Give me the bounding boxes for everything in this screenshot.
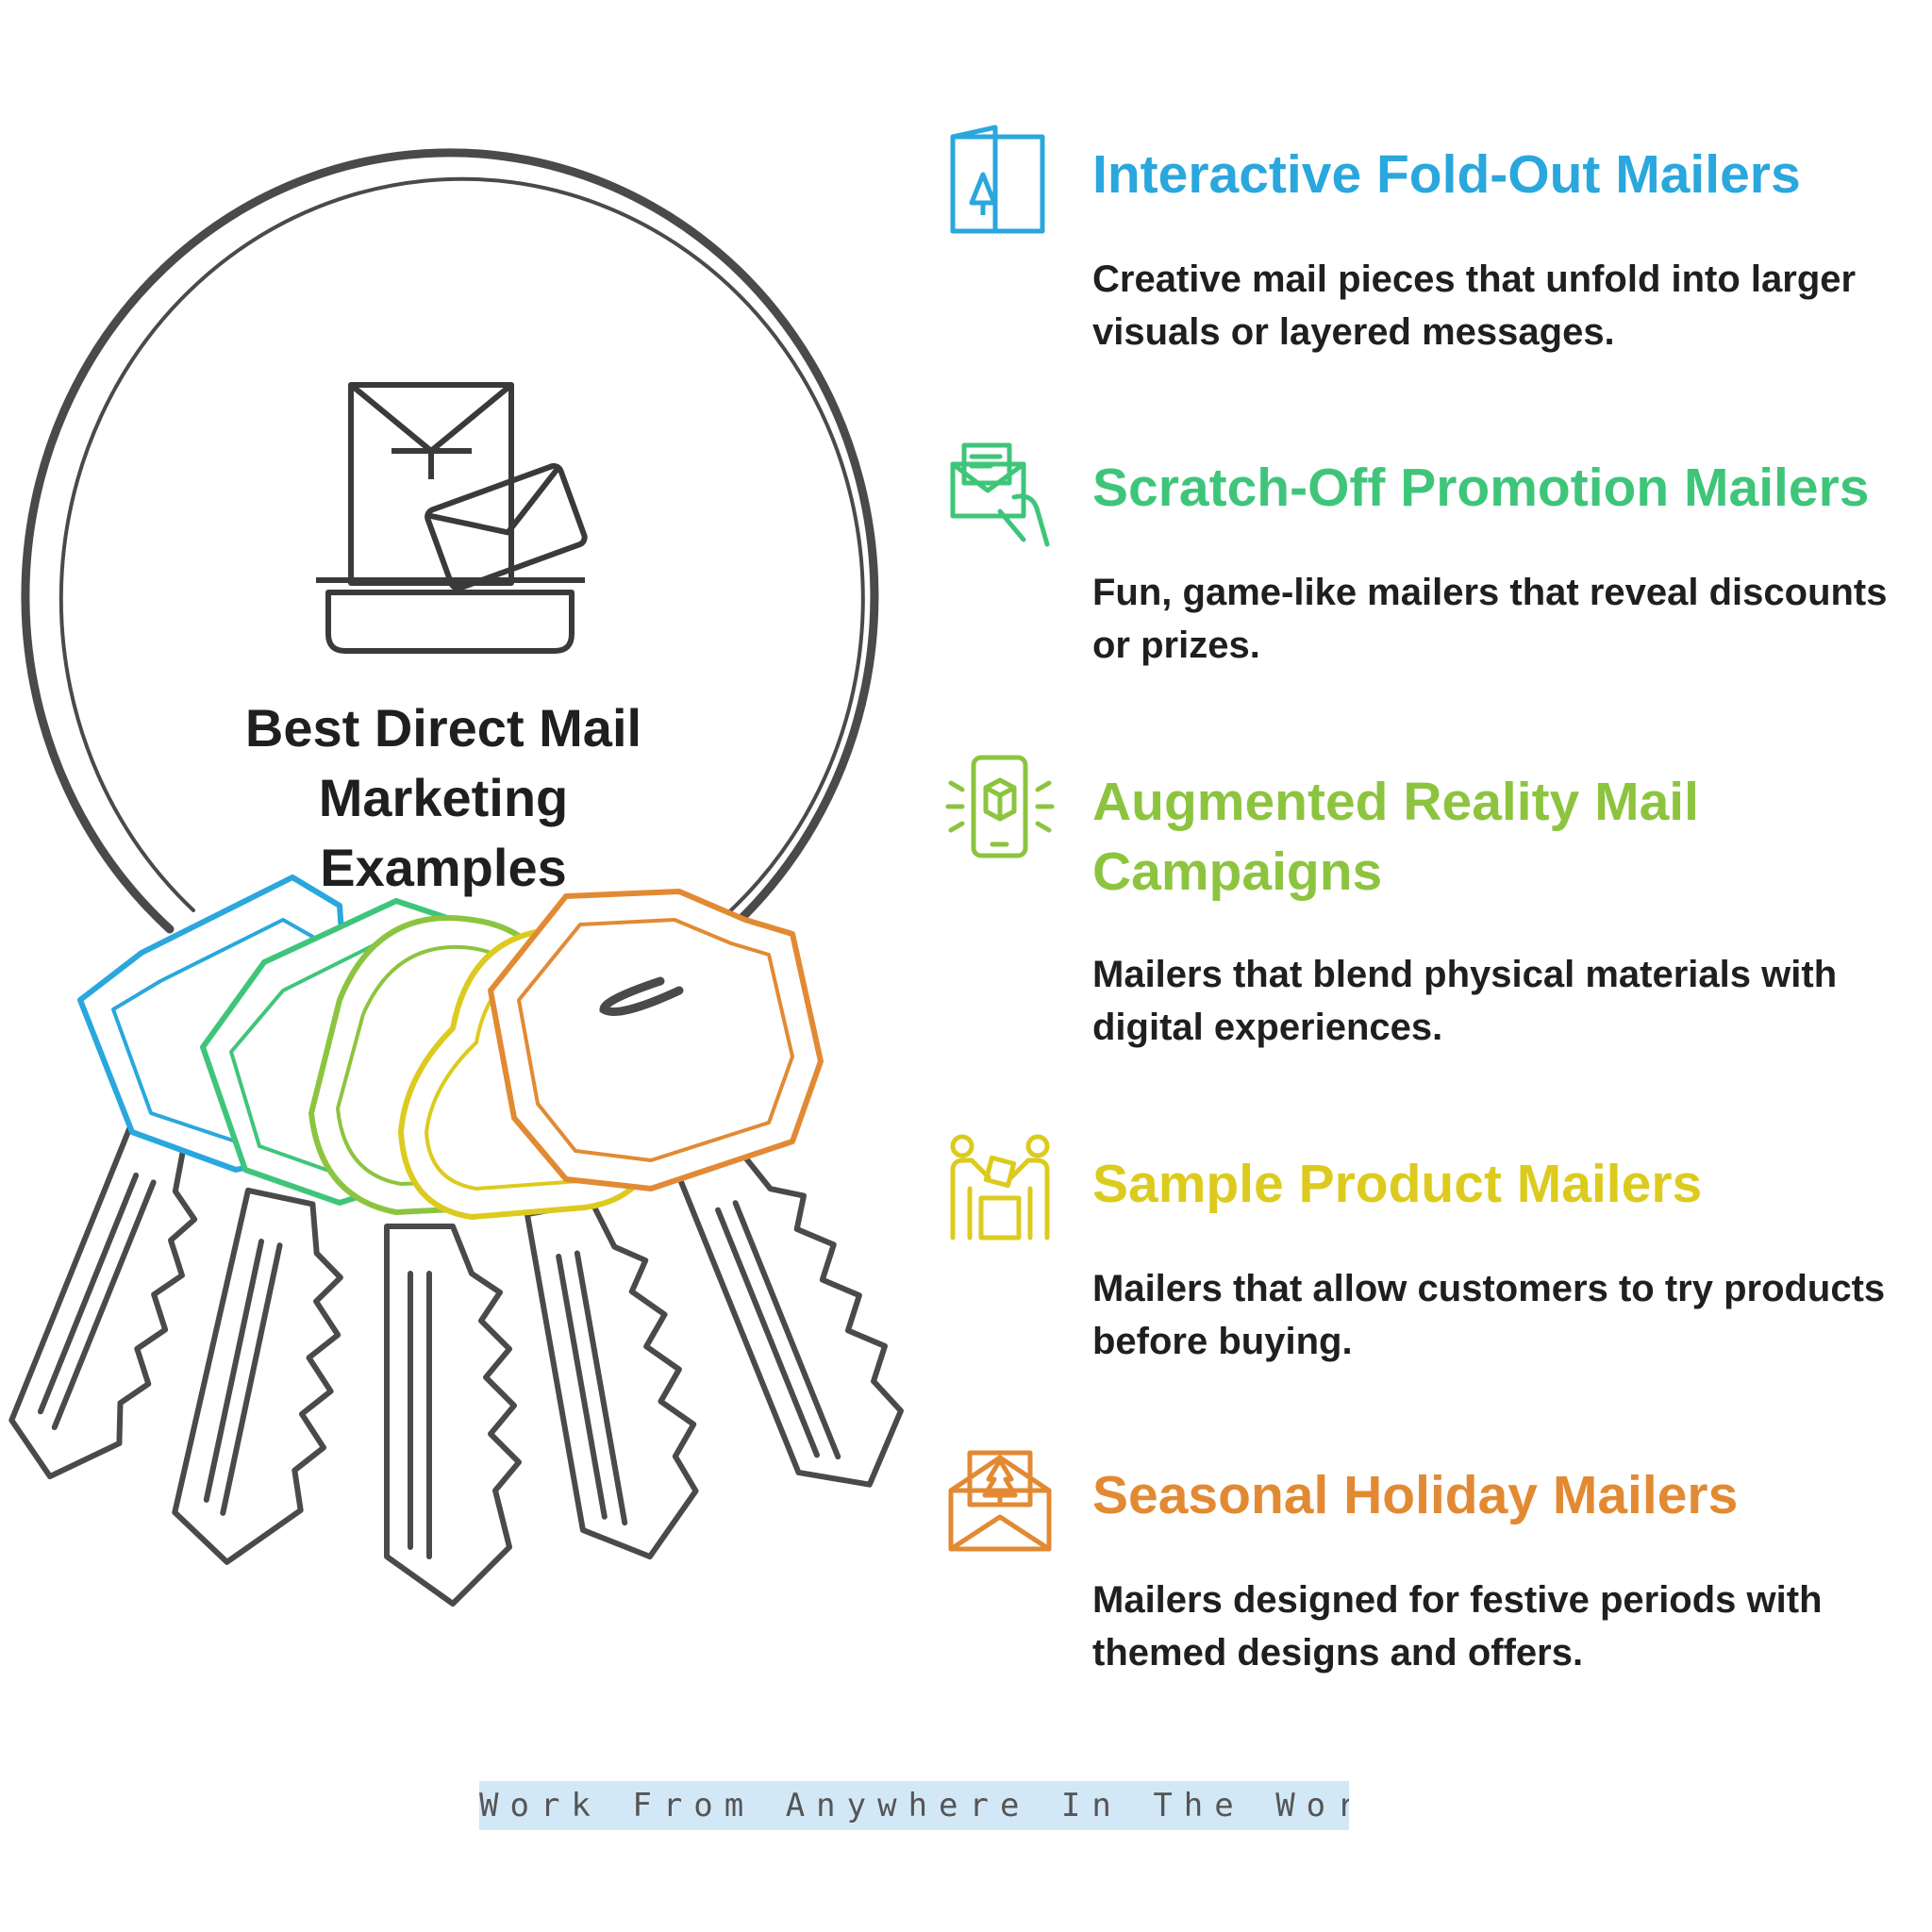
people-sharing-product-icon — [950, 1134, 1050, 1241]
phone-ar-box-icon — [945, 755, 1055, 858]
key-blade-4 — [524, 1199, 699, 1560]
key-blade-1 — [8, 1120, 198, 1480]
item-title: Sample Product Mailers — [1092, 1154, 1703, 1214]
item-description: Creative mail pieces that unfold into la… — [1092, 258, 1857, 353]
mailbox-icon — [316, 382, 588, 654]
footer-banner: Work From Anywhere In The World — [479, 1781, 1349, 1830]
key-ring-inner — [58, 176, 865, 974]
key-blade-5 — [675, 1147, 904, 1488]
holiday-envelope-icon — [948, 1450, 1052, 1552]
diagram-title: Best Direct Mail Marketing Examples — [244, 698, 642, 897]
item-description: Mailers that allow customers to try prod… — [1092, 1268, 1886, 1362]
fold-out-card-icon — [950, 125, 1045, 234]
key-blade-3 — [384, 1224, 522, 1607]
key-blade-2 — [172, 1187, 343, 1565]
key-ring-end — [599, 976, 684, 1016]
item-description: Mailers designed for festive periods wit… — [1092, 1579, 1823, 1674]
key-head-orange — [488, 889, 824, 1191]
key-ring — [21, 148, 879, 986]
item-title: Augmented Reality Mail Campaigns — [1092, 772, 1699, 902]
hand-holding-envelope-icon — [950, 442, 1050, 547]
item-title: Scratch-Off Promotion Mailers — [1092, 458, 1870, 518]
item-description: Mailers that blend physical materials wi… — [1092, 954, 1838, 1048]
item-title: Interactive Fold-Out Mailers — [1092, 144, 1801, 205]
item-title: Seasonal Holiday Mailers — [1092, 1465, 1739, 1525]
item-description: Fun, game-like mailers that reveal disco… — [1092, 572, 1888, 666]
